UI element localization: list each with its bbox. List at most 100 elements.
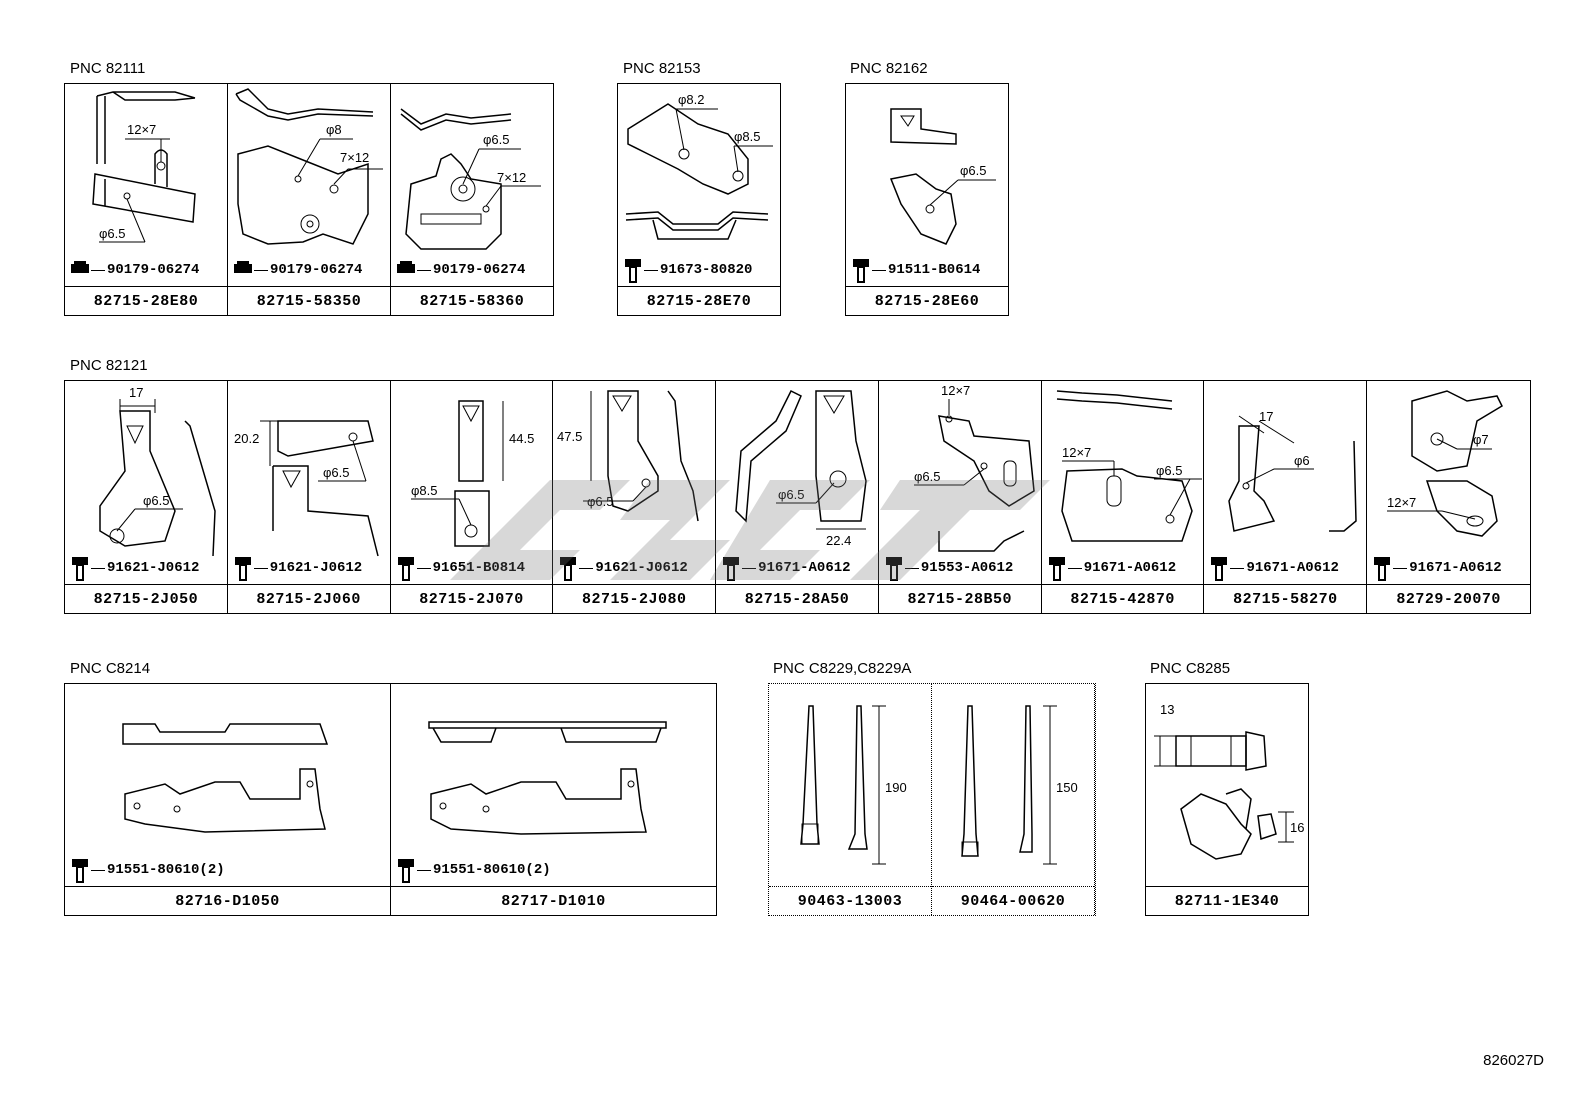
- fastener-callout[interactable]: 91621-J0612: [557, 555, 713, 581]
- part-cell[interactable]: φ6.5 91511-B0614 82715-28E60: [846, 84, 1008, 315]
- part-cell[interactable]: 91551-80610(2) 82716-D1050: [65, 684, 391, 915]
- dim-label: 7×12: [340, 150, 369, 165]
- part-number[interactable]: 82715-2J050: [65, 584, 227, 613]
- bracket-drawing: 12×7 φ6.5: [92, 91, 196, 243]
- part-number[interactable]: 82715-58350: [228, 286, 390, 315]
- fastener-callout[interactable]: 90179-06274: [69, 257, 225, 283]
- bracket-drawing: 12×7 φ6.5: [913, 383, 1035, 552]
- fastener-callout[interactable]: 91671-A0612: [1208, 555, 1364, 581]
- part-cell[interactable]: 12×7 φ6.5 90179-06274 82715-28E80: [65, 84, 228, 315]
- fastener-callout[interactable]: 91671-A0612: [720, 555, 876, 581]
- fastener-callout[interactable]: 91673-80820: [622, 257, 778, 283]
- part-number[interactable]: 82715-28B50: [878, 584, 1041, 613]
- fastener-callout[interactable]: 91511-B0614: [850, 257, 1006, 283]
- dim-label: 13: [1160, 702, 1174, 717]
- part-cell[interactable]: 12×7 φ6.5 91553-A0612 82715-28B50: [878, 381, 1042, 613]
- bolt-icon: [853, 259, 869, 283]
- parts-group-c8285: 13 16 82711-1E340: [1145, 683, 1309, 916]
- fastener-callout[interactable]: 91651-B0814: [395, 555, 551, 581]
- dim-label: 22.4: [826, 533, 851, 548]
- parts-group-82162: φ6.5 91511-B0614 82715-28E60: [845, 83, 1009, 316]
- part-cell[interactable]: 47.5 φ6.5 91621-J0612 82715-2J080: [553, 381, 717, 613]
- bracket-drawing: φ8 7×12: [235, 88, 383, 245]
- dim-label: φ8.2: [678, 92, 705, 107]
- dim-label: φ8.5: [411, 483, 438, 498]
- dim-label: φ8.5: [734, 129, 761, 144]
- fastener-number: 91553-A0612: [920, 560, 1014, 576]
- part-number[interactable]: 82715-2J070: [390, 584, 553, 613]
- nut-icon: [234, 261, 252, 273]
- part-cell[interactable]: 150 90464-00620: [932, 684, 1095, 915]
- fastener-number: 90179-06274: [107, 262, 200, 278]
- part-number[interactable]: 82711-1E340: [1146, 886, 1308, 915]
- dim-label: 7×12: [497, 170, 526, 185]
- fastener-number: 91671-A0612: [1246, 560, 1339, 576]
- bracket-drawing: 17 φ6: [1228, 409, 1358, 532]
- bolt-icon: [398, 859, 414, 883]
- part-cell[interactable]: φ6.5 7×12 90179-06274 82715-58360: [391, 84, 553, 315]
- part-number[interactable]: 82716-D1050: [65, 886, 390, 915]
- part-cell[interactable]: 91551-80610(2) 82717-D1010: [391, 684, 716, 915]
- part-cell[interactable]: 17 φ6 91671-A0612 82715-58270: [1204, 381, 1368, 613]
- part-cell[interactable]: 12×7 φ6.5 91671-A0612 82715-42870: [1041, 381, 1205, 613]
- part-number[interactable]: 82715-28E80: [65, 286, 227, 315]
- dim-label: φ6.5: [99, 226, 126, 241]
- bolt-icon: [1211, 557, 1228, 581]
- part-cell[interactable]: 190 90463-13003: [769, 684, 932, 915]
- fastener-callout[interactable]: 91671-A0612: [1371, 555, 1528, 581]
- part-number[interactable]: 82717-D1010: [391, 886, 716, 915]
- fastener-callout[interactable]: 91621-J0612: [232, 555, 388, 581]
- dim-label: φ6.5: [587, 494, 614, 509]
- bracket-drawing: 12×7 φ6.5: [1056, 390, 1202, 542]
- part-cell[interactable]: 22.4 φ6.5 91671-A0612 82715-28A50: [716, 381, 879, 613]
- bracket-drawing: φ6.5 7×12: [400, 108, 541, 250]
- bolt-icon: [72, 859, 88, 883]
- part-number[interactable]: 82715-2J080: [553, 584, 716, 613]
- fastener-callout[interactable]: 90179-06274: [232, 257, 388, 283]
- bolt-icon: [397, 557, 414, 581]
- bolt-icon: [560, 557, 577, 581]
- pnc-label: PNC C8285: [1150, 660, 1231, 677]
- fastener-callout[interactable]: 90179-06274: [395, 257, 551, 283]
- fastener-number: 91671-A0612: [1409, 560, 1502, 576]
- dim-label: φ6.5: [483, 132, 510, 147]
- part-cell[interactable]: φ8 7×12 90179-06274 82715-58350: [228, 84, 391, 315]
- fastener-callout[interactable]: 91551-80610(2): [69, 857, 388, 883]
- pnc-label: PNC 82121: [70, 357, 148, 374]
- dim-label: φ6.5: [960, 163, 987, 178]
- part-cell[interactable]: 17 φ6.5 91621-J0612 82715-2J050: [65, 381, 228, 613]
- part-number[interactable]: 82715-28A50: [716, 584, 878, 613]
- pnc-label: PNC C8229,C8229A: [773, 660, 912, 677]
- dim-label: φ7: [1473, 432, 1489, 447]
- part-cell[interactable]: φ8.2 φ8.5 91673-80820 82715-28E70: [618, 84, 780, 315]
- fastener-number: 91621-J0612: [107, 560, 200, 576]
- part-number[interactable]: 82729-20070: [1367, 584, 1531, 613]
- part-number[interactable]: 82715-28E60: [846, 286, 1008, 315]
- parts-group-82111: 12×7 φ6.5 90179-06274 82715-28E80 φ8 7×1…: [64, 83, 554, 316]
- fastener-number: 91671-A0612: [758, 560, 851, 576]
- pnc-label: PNC 82153: [623, 60, 701, 77]
- bracket-drawing: φ8.2 φ8.5: [625, 92, 773, 240]
- fastener-callout[interactable]: 91551-80610(2): [395, 857, 714, 883]
- part-number[interactable]: 90464-00620: [932, 886, 1094, 915]
- bracket-drawing: φ7 12×7: [1387, 390, 1504, 537]
- parts-group-c8229: 190 90463-13003 150 90464-00620: [768, 683, 1096, 916]
- part-cell[interactable]: φ7 12×7 91671-A0612 82729-20070: [1367, 381, 1531, 613]
- part-number[interactable]: 82715-58360: [391, 286, 553, 315]
- part-cell[interactable]: 20.2 φ6.5 91621-J0612 82715-2J060: [227, 381, 391, 613]
- pnc-label: PNC C8214: [70, 660, 151, 677]
- pnc-label: PNC 82111: [70, 60, 146, 77]
- fastener-callout[interactable]: 91553-A0612: [883, 555, 1039, 581]
- fastener-number: 90179-06274: [270, 262, 363, 278]
- bracket-drawing: [122, 723, 329, 833]
- fastener-callout[interactable]: 91671-A0612: [1046, 555, 1202, 581]
- part-cell[interactable]: 44.5 φ8.5 91651-B0814 82715-2J070: [390, 381, 554, 613]
- fastener-callout[interactable]: 91621-J0612: [69, 555, 225, 581]
- part-number[interactable]: 82715-42870: [1041, 584, 1204, 613]
- part-number[interactable]: 90463-13003: [769, 886, 931, 915]
- part-number[interactable]: 82715-2J060: [227, 584, 390, 613]
- part-cell[interactable]: 13 16 82711-1E340: [1146, 684, 1308, 915]
- part-number[interactable]: 82715-58270: [1204, 584, 1367, 613]
- part-number[interactable]: 82715-28E70: [618, 286, 780, 315]
- fastener-number: 90179-06274: [433, 262, 526, 278]
